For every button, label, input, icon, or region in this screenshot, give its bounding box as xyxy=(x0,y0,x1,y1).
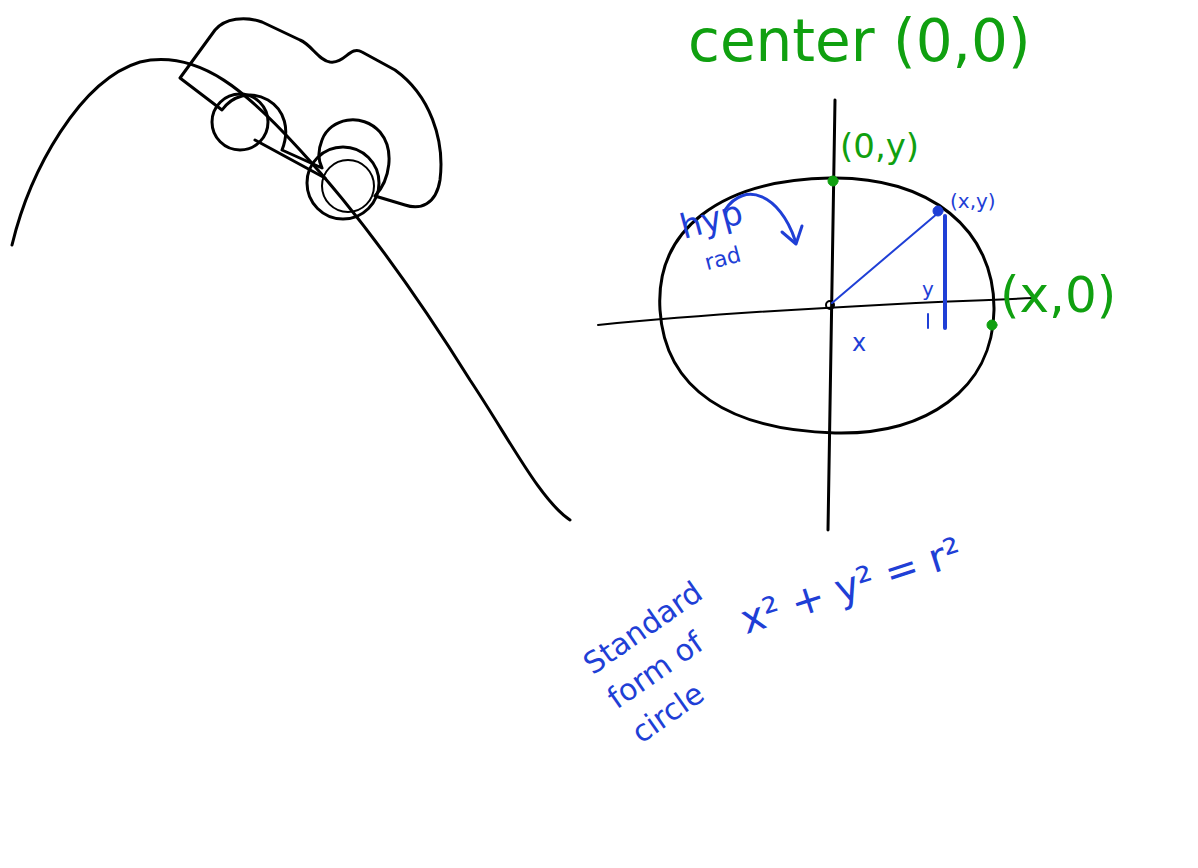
point xyxy=(933,206,943,216)
x-axis xyxy=(598,298,1035,325)
heading-note: center (0,0) xyxy=(688,10,1031,74)
right-angle xyxy=(927,314,929,328)
side-label: x xyxy=(852,330,866,356)
point-label: (x,0) xyxy=(1000,268,1116,323)
point-label: (0,y) xyxy=(840,128,919,165)
equation: x² + y² = r² xyxy=(735,529,967,642)
car-wheel xyxy=(212,94,268,150)
note: Standard form of circle xyxy=(575,552,787,753)
circle xyxy=(660,178,994,433)
side-label: rad xyxy=(702,243,744,276)
car-wheel xyxy=(322,160,374,212)
hill-curve xyxy=(12,60,570,520)
leg xyxy=(943,216,947,328)
y-axis xyxy=(828,100,835,530)
arrow-head xyxy=(782,226,802,244)
point-label: (x,y) xyxy=(950,190,996,212)
car-wheel xyxy=(307,147,379,219)
car-body xyxy=(180,19,441,207)
side-label: hyp xyxy=(676,194,747,246)
side-label: y xyxy=(922,278,934,300)
point xyxy=(987,320,997,330)
point xyxy=(828,176,838,186)
hypotenuse xyxy=(832,213,938,303)
